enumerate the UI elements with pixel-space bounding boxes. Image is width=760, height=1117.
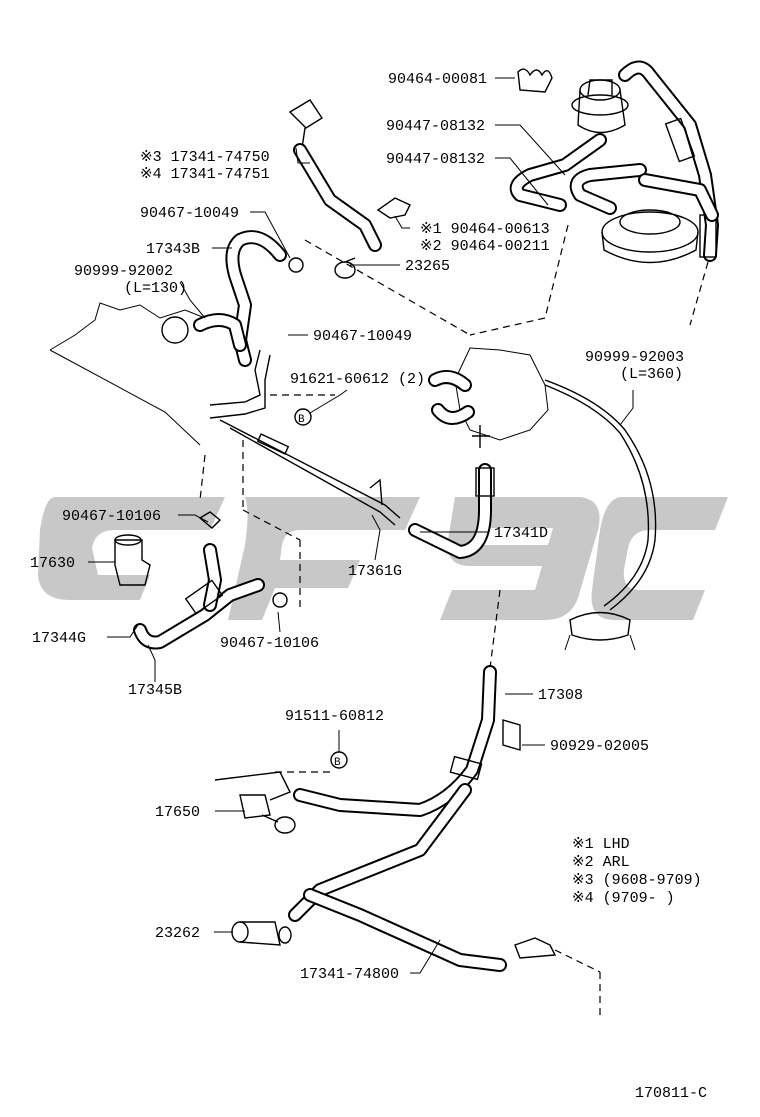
part-labels: 90464-00081 90447-08132 90447-08132 ※3 1… bbox=[30, 71, 684, 983]
label-17341-74751: ※4 17341-74751 bbox=[140, 166, 270, 183]
label-90447-08132-b: 90447-08132 bbox=[386, 151, 485, 168]
label-23262: 23262 bbox=[155, 925, 200, 942]
label-17308: 17308 bbox=[538, 687, 583, 704]
upper-vacuum-hose bbox=[288, 99, 382, 252]
label-90467-10106-a: 90467-10106 bbox=[62, 508, 161, 525]
label-17361g: 17361G bbox=[348, 563, 402, 580]
connector-bottom-right bbox=[514, 937, 601, 1015]
label-90464-00613: ※1 90464-00613 bbox=[420, 221, 550, 238]
bolt-marker-lower: B bbox=[330, 730, 348, 769]
note-4: ※4 (9709- ) bbox=[572, 890, 675, 907]
engine-outline bbox=[49, 302, 247, 446]
label-90999-92002: 90999-92002 bbox=[74, 263, 173, 280]
label-17343b: 17343B bbox=[146, 241, 200, 258]
leader-lines bbox=[88, 77, 634, 974]
hose-assembly-17308 bbox=[275, 589, 521, 972]
label-91511-60812: 91511-60812 bbox=[285, 708, 384, 725]
label-90999-92003: 90999-92003 bbox=[585, 349, 684, 366]
label-23265: 23265 bbox=[405, 258, 450, 275]
label-90464-00211: ※2 90464-00211 bbox=[420, 238, 550, 255]
lower-fitting-right bbox=[564, 611, 636, 651]
valve-23262 bbox=[231, 921, 292, 946]
hose-17341d bbox=[408, 463, 495, 559]
svg-text:B: B bbox=[298, 414, 305, 426]
label-17650: 17650 bbox=[155, 804, 200, 821]
label-90467-10106-b: 90467-10106 bbox=[220, 635, 319, 652]
label-l130: (L=130) bbox=[124, 280, 187, 297]
hose-17344g-17345b bbox=[133, 543, 288, 650]
label-17341-74800: 17341-74800 bbox=[300, 966, 399, 983]
hose-clip-icon bbox=[376, 197, 411, 219]
label-17341d: 17341D bbox=[494, 525, 548, 542]
notes-legend: ※1 LHD ※2 ARL ※3 (9608-9709) ※4 (9709- ) bbox=[572, 836, 702, 907]
label-90467-10049-a: 90467-10049 bbox=[140, 205, 239, 222]
label-90467-10049-b: 90467-10049 bbox=[313, 328, 412, 345]
svg-text:B: B bbox=[334, 757, 341, 769]
hose-90999-92003 bbox=[544, 379, 657, 611]
note-2: ※2 ARL bbox=[572, 854, 630, 871]
label-91621-60612: 91621-60612 (2) bbox=[290, 371, 425, 388]
hose-17343b bbox=[225, 230, 304, 367]
note-3: ※3 (9608-9709) bbox=[572, 872, 702, 889]
throttle-body bbox=[428, 347, 549, 448]
bolt-marker-upper: B bbox=[294, 408, 312, 426]
vsv-17650 bbox=[214, 771, 296, 834]
clip-icon bbox=[517, 68, 553, 93]
label-90464-00081: 90464-00081 bbox=[388, 71, 487, 88]
label-l360: (L=360) bbox=[620, 366, 683, 383]
label-90447-08132-a: 90447-08132 bbox=[386, 118, 485, 135]
label-17630: 17630 bbox=[30, 555, 75, 572]
label-17344g: 17344G bbox=[32, 630, 86, 647]
label-90929-02005: 90929-02005 bbox=[550, 738, 649, 755]
valve-17630 bbox=[114, 454, 222, 586]
label-17345b: 17345B bbox=[128, 682, 182, 699]
label-17341-74750: ※3 17341-74750 bbox=[140, 149, 270, 166]
pipe-17361g bbox=[209, 349, 401, 610]
figure-id: 170811-C bbox=[635, 1085, 707, 1102]
vsv-valve-23265 bbox=[334, 257, 356, 279]
charcoal-canister-assembly bbox=[304, 60, 719, 336]
note-1: ※1 LHD bbox=[572, 836, 630, 853]
